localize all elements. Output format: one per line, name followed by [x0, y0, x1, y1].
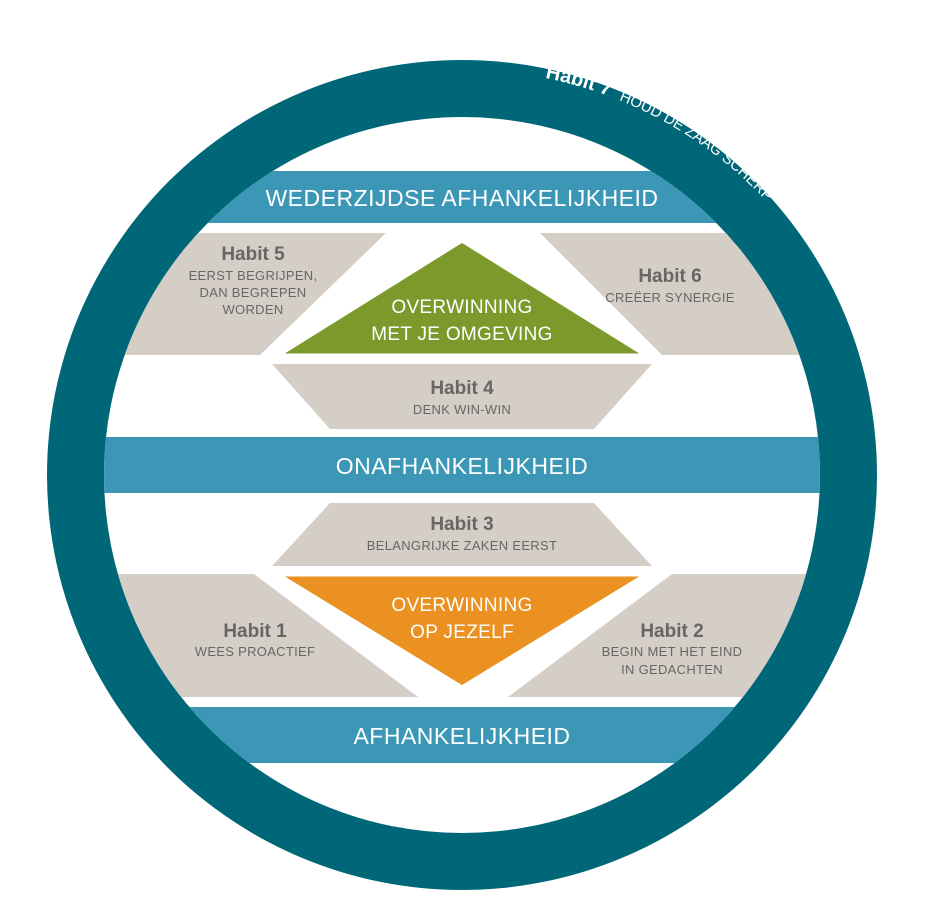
habit3-shape — [272, 503, 652, 566]
inner-shapes — [104, 171, 820, 763]
habit4-title: Habit 4 — [430, 378, 494, 399]
public-victory-line1: OVERWINNING — [391, 297, 532, 318]
band-bottom-label: AFHANKELIJKHEID — [353, 723, 570, 749]
habit5-line1: EERST BEGRIJPEN, — [189, 268, 318, 283]
habit6-shape — [540, 233, 820, 355]
habit6-title: Habit 6 — [638, 266, 701, 287]
habit1-line1: WEES PROACTIEF — [195, 644, 316, 659]
private-victory-line2: OP JEZELF — [410, 622, 514, 643]
habit4-line1: DENK WIN-WIN — [413, 402, 511, 417]
habit2-title: Habit 2 — [640, 621, 703, 642]
private-victory-triangle — [273, 571, 651, 691]
habit2-line1: BEGIN MET HET EIND — [602, 644, 743, 659]
habit2-shape — [508, 574, 820, 697]
habit5-shape — [104, 233, 386, 355]
public-victory-line2: MET JE OMGEVING — [371, 324, 553, 345]
public-victory-triangle — [273, 237, 651, 359]
private-victory-line1: OVERWINNING — [391, 595, 532, 616]
band-middle-label: ONAFHANKELIJKHEID — [336, 453, 589, 479]
band-top-label: WEDERZIJDSE AFHANKELIJKHEID — [265, 185, 658, 211]
habit6-line1: CREËER SYNERGIE — [605, 290, 735, 305]
habit5-line2: DAN BEGREPEN — [200, 285, 307, 300]
habit5-line3: WORDEN — [222, 302, 283, 317]
habit4-shape — [272, 364, 652, 429]
habit5-title: Habit 5 — [221, 244, 285, 265]
band-middle — [104, 437, 820, 493]
habit3-line1: BELANGRIJKE ZAKEN EERST — [367, 538, 557, 553]
habit2-line2: IN GEDACHTEN — [621, 662, 723, 677]
habit3-title: Habit 3 — [430, 514, 493, 535]
habit1-title: Habit 1 — [223, 621, 287, 642]
